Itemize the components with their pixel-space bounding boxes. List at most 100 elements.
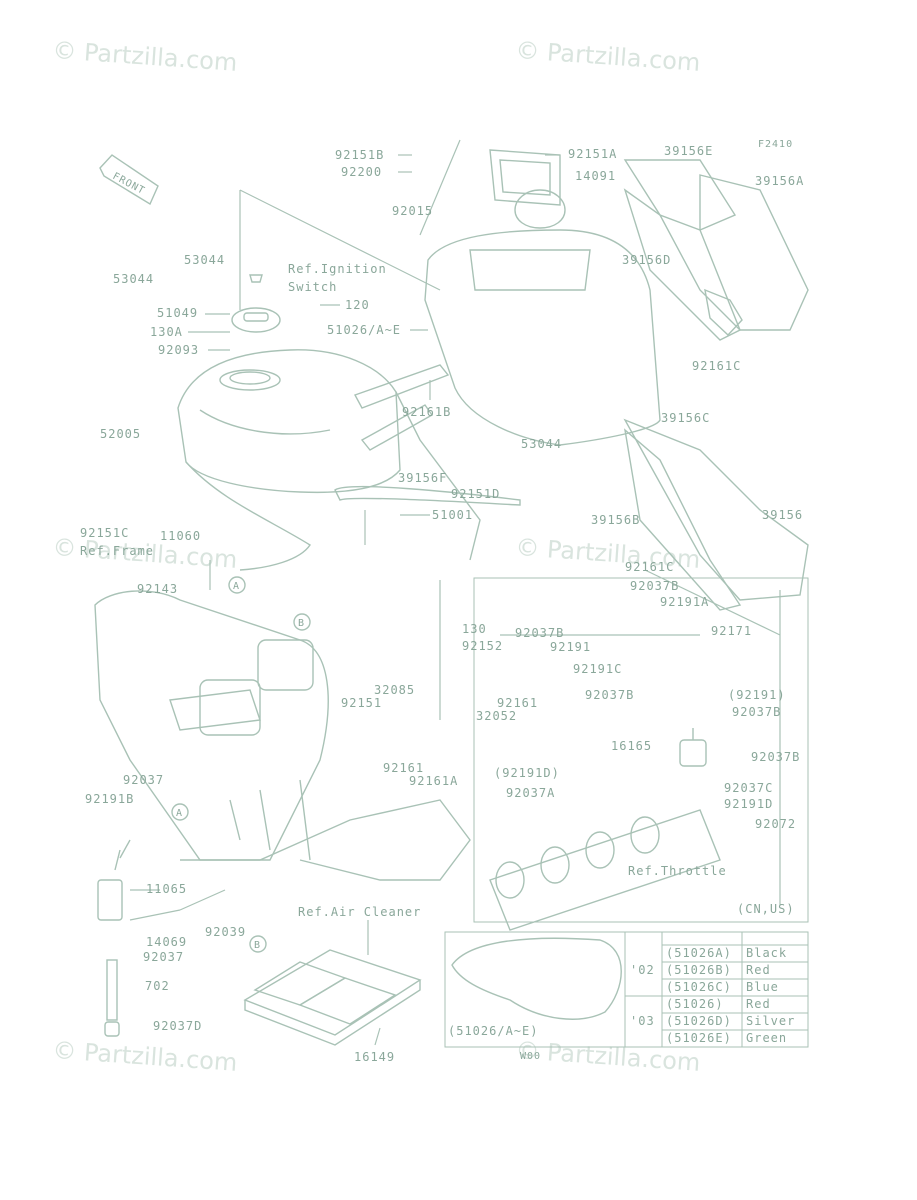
label-92151D: 92151D: [451, 487, 500, 501]
label-ref-ignition: Ref.Ignition: [288, 262, 387, 276]
label-39156F: 39156F: [398, 471, 447, 485]
row-color-2: Blue: [746, 980, 779, 994]
label-92037A: 92037A: [506, 786, 555, 800]
color-inset-box: [444, 931, 809, 1048]
label-ref-air-cleaner: Ref.Air Cleaner: [298, 905, 421, 919]
label-14069: 14069: [146, 935, 187, 949]
label-130: 130: [462, 622, 487, 636]
label-ref-frame: Ref.Frame: [80, 544, 154, 558]
svg-text:B: B: [254, 940, 261, 951]
label-130A: 130A: [150, 325, 183, 339]
label-120: 120: [345, 298, 370, 312]
leader-lines: [129, 139, 781, 1046]
throttle-inset-box: [473, 577, 809, 923]
label-92151C: 92151C: [80, 526, 129, 540]
label-39156: 39156: [762, 508, 803, 522]
label-92191: 92191: [550, 640, 591, 654]
side-panels: [623, 159, 809, 611]
label-92200: 92200: [341, 165, 382, 179]
label-ref-ignition-switch: Switch: [288, 280, 337, 294]
label-39156E: 39156E: [664, 144, 713, 158]
label-51001: 51001: [432, 508, 473, 522]
label-92191D: 92191D: [724, 797, 773, 811]
row-part-2: (51026C): [666, 980, 732, 994]
label-92161A: 92161A: [409, 774, 458, 788]
row-part-0: (51026A): [666, 946, 732, 960]
callout-A-hose: A: [171, 803, 189, 821]
svg-text:B: B: [298, 618, 305, 629]
row-color-0: Black: [746, 946, 787, 960]
label-11065: 11065: [146, 882, 187, 896]
figure-code: F2410: [758, 139, 793, 150]
label-92191C: 92191C: [573, 662, 622, 676]
label-53044-top: 53044: [184, 253, 225, 267]
label-53044-mid: 53044: [521, 437, 562, 451]
label-32052: 32052: [476, 709, 517, 723]
frame: [94, 590, 471, 881]
strip-39156F: [360, 404, 434, 451]
air-cleaner: [243, 949, 422, 1046]
label-92039: 92039: [205, 925, 246, 939]
fuel-tank: [177, 349, 481, 571]
label-92037B-5: 92037B: [751, 750, 800, 764]
valve-16165: [679, 728, 707, 767]
inset-code: W00: [520, 1051, 541, 1062]
year-02: '02: [630, 963, 655, 977]
label-cn-us: (CN,US): [737, 902, 795, 916]
label-92191D-paren: (92191D): [494, 766, 560, 780]
callout-B-frame: B: [293, 613, 311, 631]
label-92143: 92143: [137, 582, 178, 596]
row-part-4: (51026D): [666, 1014, 732, 1028]
label-92171: 92171: [711, 624, 752, 638]
tank-cover: [424, 149, 661, 446]
label-14091: 14091: [575, 169, 616, 183]
label-92037: 92037: [123, 773, 164, 787]
label-92037B-2: 92037B: [515, 626, 564, 640]
svg-text:A: A: [233, 581, 240, 592]
label-92093: 92093: [158, 343, 199, 357]
label-92037B-3: 92037B: [585, 688, 634, 702]
row-color-3: Red: [746, 997, 771, 1011]
label-51049: 51049: [157, 306, 198, 320]
label-92151B: 92151B: [335, 148, 384, 162]
label-16165: 16165: [611, 739, 652, 753]
label-92161B: 92161B: [402, 405, 451, 419]
throttle-bodies: [489, 809, 721, 931]
label-92037B-4: 92037B: [732, 705, 781, 719]
label-92015: 92015: [392, 204, 433, 218]
row-color-5: Green: [746, 1031, 787, 1045]
label-92161C-top: 92161C: [692, 359, 741, 373]
row-part-1: (51026B): [666, 963, 732, 977]
watermark-bottom-left: © Partzilla.com: [52, 1036, 239, 1077]
label-92191A: 92191A: [660, 595, 709, 609]
label-92191-paren: (92191): [728, 688, 786, 702]
label-11060: 11060: [160, 529, 201, 543]
label-92191B: 92191B: [85, 792, 134, 806]
row-color-4: Silver: [746, 1014, 795, 1028]
label-92151: 92151: [341, 696, 382, 710]
label-92072: 92072: [755, 817, 796, 831]
label-16149: 16149: [354, 1050, 395, 1064]
color-table: (51026/A~E) W00 '02 '03 (51026A) Black (…: [448, 946, 795, 1062]
label-52005: 52005: [100, 427, 141, 441]
callout-B-air: B: [249, 935, 267, 953]
label-39156A: 39156A: [755, 174, 804, 188]
label-ref-throttle: Ref.Throttle: [628, 864, 727, 878]
label-92037B-1: 92037B: [630, 579, 679, 593]
label-39156C: 39156C: [661, 411, 710, 425]
label-39156D: 39156D: [622, 253, 671, 267]
part-labels: 92151B 92200 92015 92151A 14091 39156E 3…: [80, 144, 804, 1064]
year-03: '03: [630, 1014, 655, 1028]
label-702: 702: [145, 979, 170, 993]
label-92161C-mid: 92161C: [625, 560, 674, 574]
label-53044-left: 53044: [113, 272, 154, 286]
label-92161-b: 92161: [383, 761, 424, 775]
label-92151A: 92151A: [568, 147, 617, 161]
front-arrow-icon: FRONT: [99, 154, 159, 206]
label-39156B: 39156B: [591, 513, 640, 527]
tube-53044-c: [334, 485, 521, 506]
label-51026: 51026/A~E: [327, 323, 401, 337]
watermark-top-right: © Partzilla.com: [515, 36, 702, 77]
label-92037C: 92037C: [724, 781, 773, 795]
label-92037-b: 92037: [143, 950, 184, 964]
